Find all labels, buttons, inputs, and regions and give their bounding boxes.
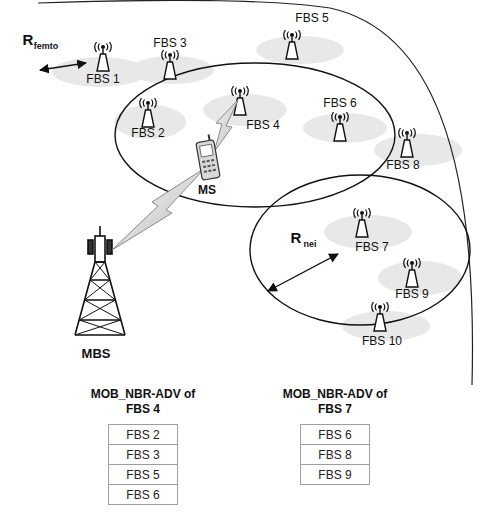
phone-screen [199, 144, 213, 157]
table-heading: MOB_NBR-ADV of FBS 7 [276, 387, 394, 417]
cell-text: FBS 8 [318, 448, 351, 462]
station-label: FBS 4 [246, 119, 279, 133]
femto-antenna [332, 112, 349, 141]
station-label: FBS 3 [153, 37, 186, 51]
femto-antenna [95, 42, 112, 71]
phone-key [211, 159, 214, 161]
cell-text: FBS 3 [126, 448, 159, 462]
femto-antenna [232, 86, 249, 115]
range-symbol: R [291, 229, 302, 246]
neighbor-range [115, 63, 395, 207]
cell-text: FBS 5 [126, 468, 159, 482]
station-label: MBS [82, 347, 111, 362]
femto-antenna [162, 50, 179, 79]
device-label: MS [198, 184, 216, 198]
range-arrow [268, 254, 338, 291]
phone-key [207, 160, 210, 162]
station-label: FBS 9 [395, 288, 428, 302]
station-label: FBS 2 [131, 127, 164, 141]
tower-bracing [75, 262, 125, 335]
phone-keypad [202, 159, 216, 173]
femto-antenna [354, 208, 371, 237]
femto-antenna [372, 302, 389, 331]
femto-antenna [284, 30, 301, 59]
station-label: FBS 1 [86, 73, 119, 87]
femto-antenna [140, 98, 157, 127]
tower-bars [75, 262, 125, 335]
table-cell: FBS 2 [108, 424, 178, 445]
phone-key [207, 165, 210, 167]
station-label: FBS 10 [362, 335, 402, 349]
range-subscript: nei [303, 239, 316, 249]
femto-antenna [404, 258, 421, 287]
table-cell: FBS 6 [108, 484, 178, 505]
neighbor-range [250, 175, 470, 325]
cell-text: FBS 6 [318, 428, 351, 442]
phone-key [204, 170, 207, 172]
coverage-area [303, 113, 387, 143]
range-symbol: R [23, 31, 34, 48]
tower-panel [107, 240, 112, 254]
range-subscript: femto [34, 41, 59, 51]
femto-antenna [399, 128, 416, 157]
macro-tower [75, 226, 125, 335]
phone-key [202, 161, 205, 163]
phone-antenna [209, 135, 210, 141]
phone-key [213, 169, 216, 171]
wireless-link [112, 168, 205, 250]
femto-coverage [52, 36, 462, 341]
range-arrow [40, 63, 86, 70]
phone-key [203, 165, 206, 167]
tower-mast [99, 226, 101, 236]
table-cell: FBS 6 [300, 424, 370, 445]
tower-legs [75, 262, 125, 335]
station-label: FBS 7 [355, 241, 388, 255]
tower-top [95, 236, 105, 262]
station-label: FBS 5 [295, 12, 328, 26]
tower-panel [88, 240, 93, 254]
table-cell: FBS 9 [300, 464, 370, 485]
cell-text: FBS 6 [126, 488, 159, 502]
table-cell: FBS 5 [108, 464, 178, 485]
phone-body [196, 140, 220, 181]
table-cell: FBS 3 [108, 444, 178, 465]
phone-key [208, 170, 211, 172]
table-cell: FBS 8 [300, 444, 370, 465]
table-heading: MOB_NBR-ADV of FBS 4 [84, 387, 202, 417]
cell-text: FBS 9 [318, 468, 351, 482]
cell-text: FBS 2 [126, 428, 159, 442]
coverage-area [256, 36, 344, 64]
mobile-phone [195, 134, 220, 180]
macrocell-boundary [38, 0, 473, 385]
wireless-link [214, 100, 238, 152]
phone-key [212, 164, 215, 166]
station-label: FBS 8 [386, 159, 419, 173]
station-label: FBS 6 [323, 97, 356, 111]
